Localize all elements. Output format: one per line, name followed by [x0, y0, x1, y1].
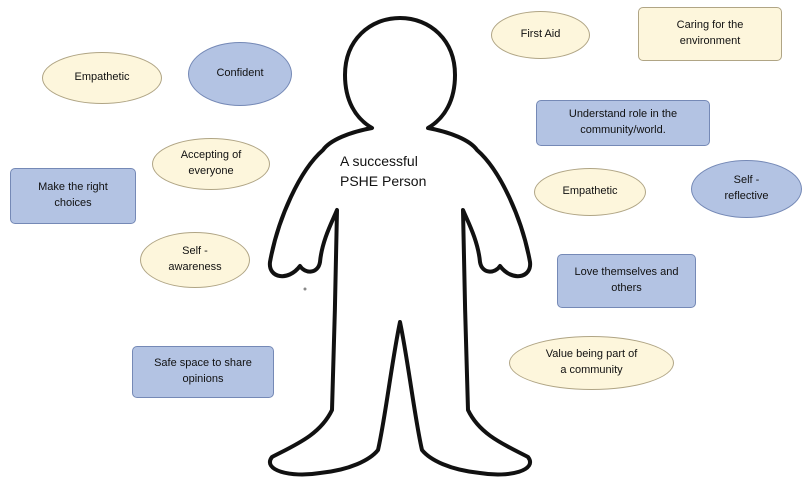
- person-title: A successful PSHE Person: [340, 153, 427, 189]
- understand-role-box: Understand role in the community/world.: [536, 100, 710, 146]
- self-reflective-bubble: Self - reflective: [691, 160, 802, 218]
- first-aid-bubble: First Aid: [491, 11, 590, 59]
- self-awareness-bubble: Self - awareness: [140, 232, 250, 288]
- empathetic-bubble-right: Empathetic: [534, 168, 646, 216]
- empathetic-bubble-left: Empathetic: [42, 52, 162, 104]
- value-community-bubble: Value being part of a community: [509, 336, 674, 390]
- caring-environment-box: Caring for the environment: [638, 7, 782, 61]
- love-themselves-box: Love themselves and others: [557, 254, 696, 308]
- safe-space-box: Safe space to share opinions: [132, 346, 274, 398]
- make-right-choices-box: Make the right choices: [10, 168, 136, 224]
- confident-bubble: Confident: [188, 42, 292, 106]
- accepting-bubble: Accepting of everyone: [152, 138, 270, 190]
